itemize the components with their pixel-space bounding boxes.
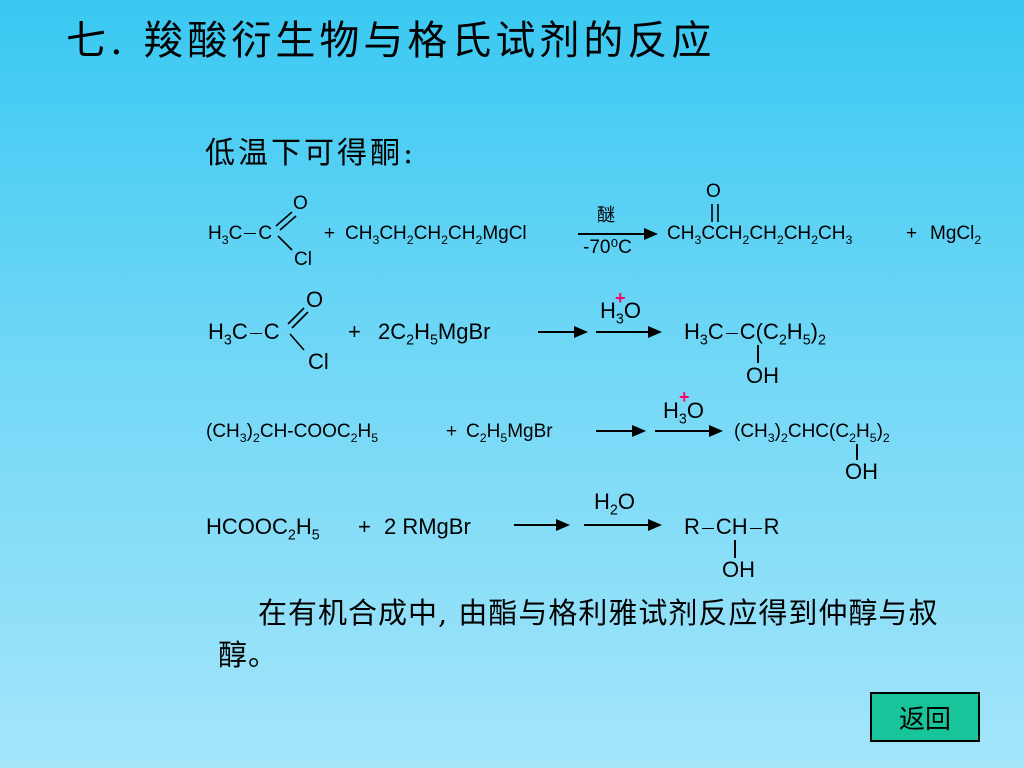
back-button[interactable]: 返回 [870,692,980,742]
r2-condition-acid: H3O [600,298,641,328]
r2-grignard-reagent: 2C2H5MgBr [378,319,491,349]
r1-plus-2: + [906,223,918,244]
r3-product-hydroxyl: OH [845,459,878,484]
r2-carbonyl-oxygen: O [306,287,324,312]
r3-product-oh-bond [856,444,858,460]
r4-product-oh-bond [734,540,736,558]
r2-condition-plus-charge: + [615,288,626,308]
r2-product-hydroxyl: OH [746,363,779,388]
r4-reactant-ester: HCOOC2H5 [206,514,320,544]
r4-product-hydroxyl: OH [722,557,755,582]
r3-reactant-ester: (CH3)2CH-COOC2H5 [206,421,379,445]
slide-title: 七. 羧酸衍生物与格氏试剂的反应 [66,18,716,64]
r1-product-carbonyl-bond [711,204,719,222]
r2-plus: + [348,319,361,344]
r1-byproduct: MgCl2 [930,223,982,247]
r2-chlorine: Cl [308,349,329,374]
r4-arrow-1 [514,519,570,531]
r1-arrow [578,228,658,240]
r2-acyl-bonds [287,307,309,351]
r1-chlorine: Cl [294,249,312,270]
r3-plus: + [446,421,458,442]
r4-condition-water: H2O [594,489,635,519]
r3-arrow-1 [596,425,646,437]
r3-condition-acid: H3O [663,398,704,428]
r4-arrow-2 [584,519,662,531]
r2-product-oh-bond [757,345,759,363]
summary-text: 在有机合成中, 由酯与格利雅试剂反应得到仲醇与叔醇。 [218,596,939,673]
r1-product-oxygen: O [706,181,721,202]
r1-grignard-reagent: CH3CH2CH2CH2MgCl [345,223,527,247]
r3-product-alcohol: (CH3)2CHC(C2H5)2 [734,421,890,445]
r1-product-ketone: CH3CCH2CH2CH2CH3 [667,223,853,247]
r1-plus: + [324,223,336,244]
r2-arrow-2 [596,326,662,338]
r1-acyl-bonds [275,211,297,251]
r1-condition-ether: 醚 [597,205,615,225]
r1-condition-temperature: -70⁰C [583,237,632,258]
r3-arrow-2 [655,425,723,437]
r3-condition-plus-charge: + [679,387,690,407]
r2-arrow-1 [538,326,588,338]
r3-grignard-reagent: C2H5MgBr [466,421,553,445]
slide-subtitle: 低温下可得酮: [205,136,417,171]
r4-grignard-reagent: 2 RMgBr [384,514,471,539]
r1-carbonyl-oxygen: O [293,193,308,214]
r4-plus: + [358,514,371,539]
